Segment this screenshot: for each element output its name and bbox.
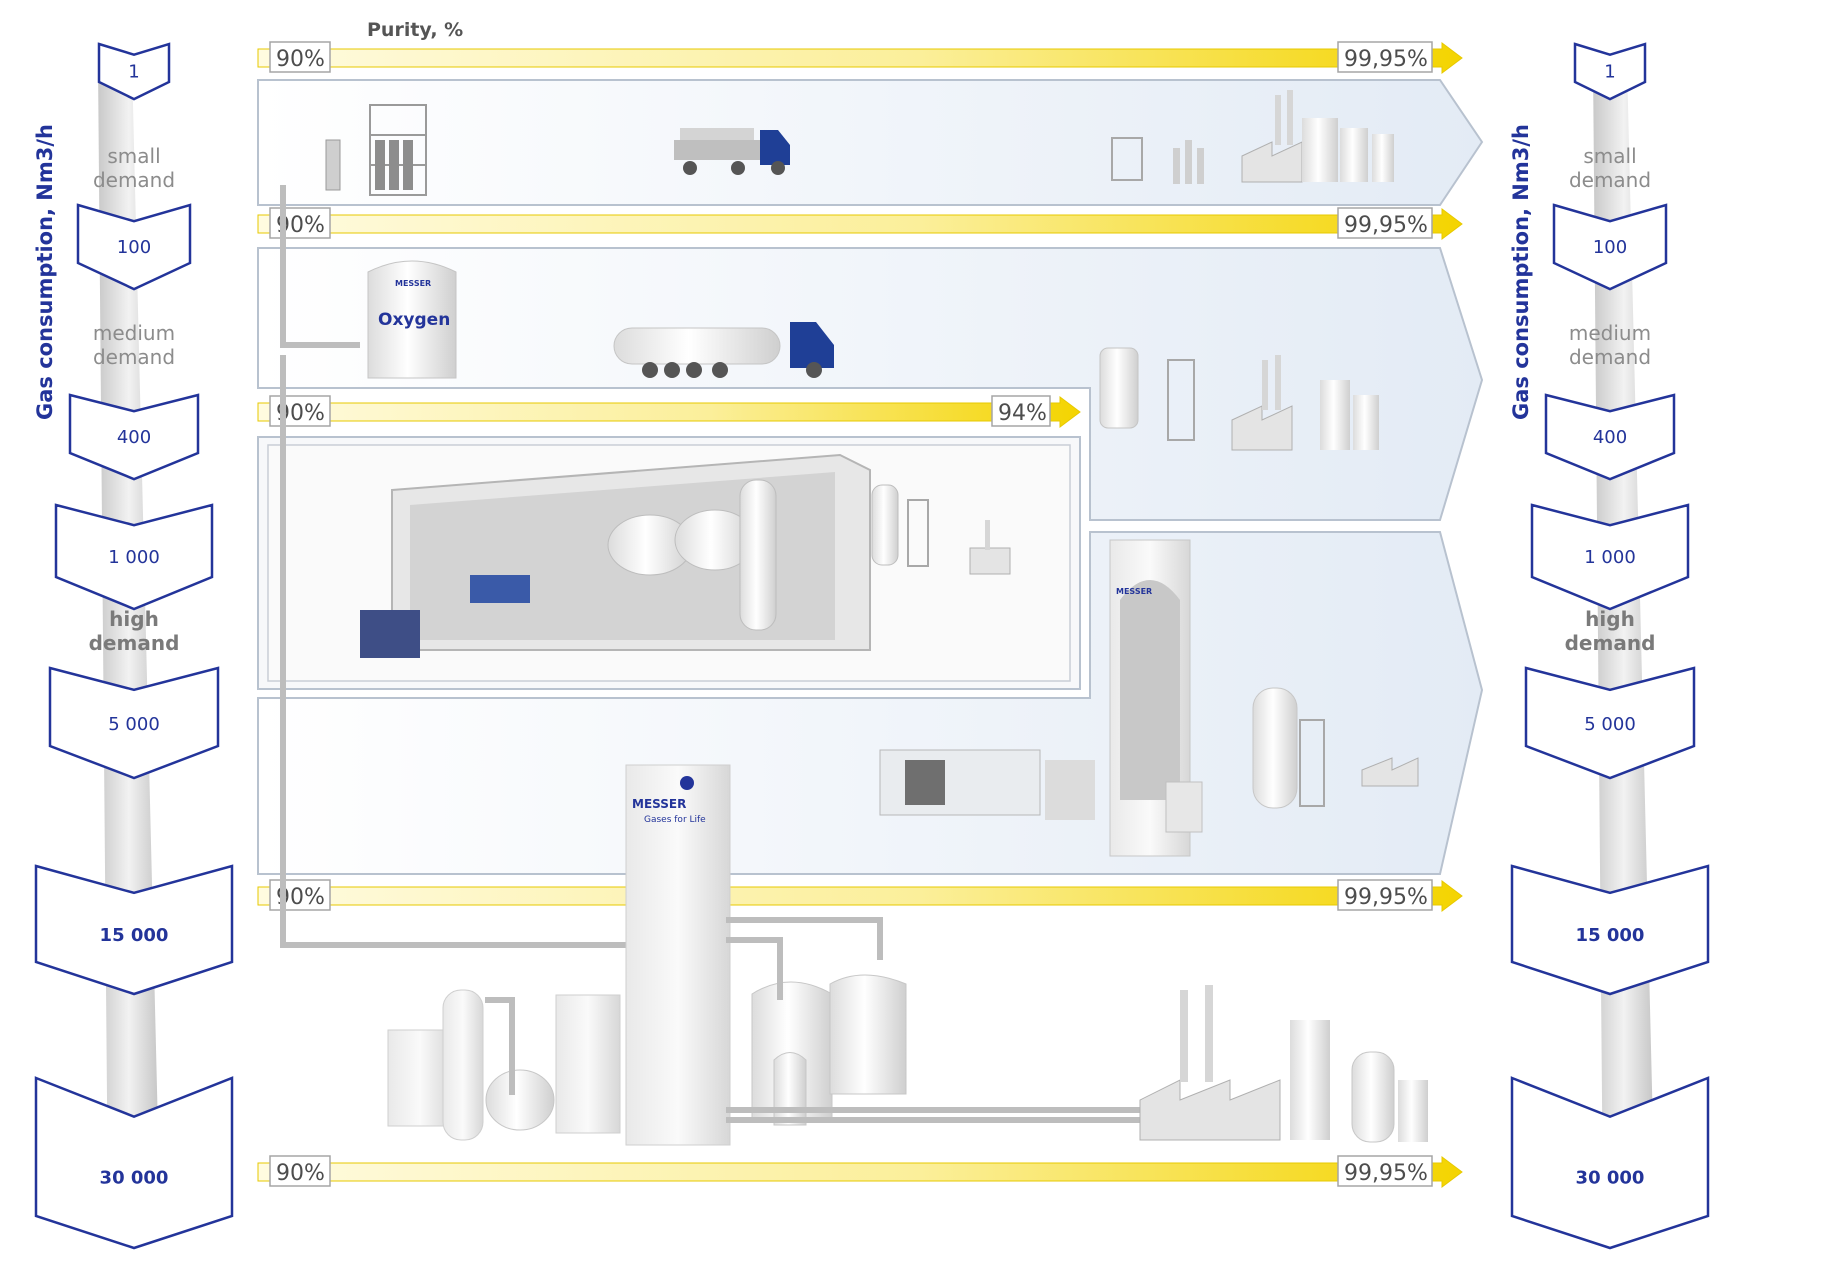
left-chevron-markers: 1 100 400 1 000 5 000 15 000 30 000 <box>34 42 234 1250</box>
purity-title: Purity, % <box>367 19 463 41</box>
purity-to-box-3 <box>1337 879 1433 911</box>
right-chevron-4 <box>1524 666 1696 780</box>
left-chevron-label-2: 400 <box>117 427 151 448</box>
purity-to-box-4 <box>1337 1155 1433 1187</box>
panel-small-demand <box>257 79 1484 206</box>
right-small-demand-line1: small <box>1583 144 1636 168</box>
purity-arrow-1 <box>257 208 1463 240</box>
right-chevron-6 <box>1510 1076 1710 1250</box>
purity-arrow-2 <box>257 396 1081 428</box>
right-high-demand-line2: demand <box>1565 631 1656 655</box>
purity-to-label-0: 99,95% <box>1344 47 1428 72</box>
right-chevron-2 <box>1544 393 1676 481</box>
right-chevron-label-5: 15 000 <box>1576 925 1645 946</box>
right-chevron-0 <box>1573 42 1647 101</box>
main-pipeline <box>280 185 640 948</box>
right-demand-labels: small demand medium demand high demand <box>1565 144 1656 655</box>
left-medium-demand-line1: medium <box>93 321 175 345</box>
left-chevron-label-6: 30 000 <box>100 1167 169 1188</box>
right-chevron-label-2: 400 <box>1593 427 1627 448</box>
left-chevron-5 <box>34 864 234 996</box>
purity-to-label-3: 99,95% <box>1344 885 1428 910</box>
right-medium-demand-line1: medium <box>1569 321 1651 345</box>
left-high-demand-line2: demand <box>89 631 180 655</box>
left-chevron-label-1: 100 <box>117 237 151 258</box>
cylinder-bundle-rack <box>325 104 427 196</box>
oxygen-tank-label: Oxygen <box>378 310 450 330</box>
onsite-nitrogen-plant: MESSER <box>879 539 1419 857</box>
right-chevron-5 <box>1510 864 1710 996</box>
purity-to-label-1: 99,95% <box>1344 213 1428 238</box>
right-high-demand-line1: high <box>1585 607 1635 631</box>
right-axis-title: Gas consumption, Nm3/h <box>1509 124 1533 420</box>
purity-to-box-1 <box>1337 207 1433 239</box>
cylinder-truck <box>674 128 790 175</box>
left-small-demand-line1: small <box>107 144 160 168</box>
air-separation-unit: MESSER Gases for Life <box>387 764 1428 1146</box>
medium-consumer-site <box>1099 347 1379 451</box>
purity-arrow-4 <box>257 1156 1463 1188</box>
purity-from-box-4 <box>269 1155 331 1187</box>
left-chevron-0 <box>97 42 171 101</box>
asu-brand: MESSER <box>632 797 686 811</box>
asu-tagline: Gases for Life <box>644 815 706 825</box>
liquid-tanker-truck <box>613 322 834 378</box>
right-chevron-label-4: 5 000 <box>1584 714 1636 735</box>
left-chevron-2 <box>68 393 200 481</box>
purity-to-label-2: 94% <box>998 401 1047 426</box>
right-chevron-markers: 1 100 400 1 000 5 000 15 000 30 000 <box>1510 42 1710 1250</box>
left-high-demand-line1: high <box>109 607 159 631</box>
purity-to-label-4: 99,95% <box>1344 1161 1428 1186</box>
left-demand-labels: small demand medium demand high demand <box>89 144 180 655</box>
panel-medium-demand <box>257 247 1484 521</box>
purity-from-label-4: 90% <box>276 1161 325 1186</box>
left-axis-title: Gas consumption, Nm3/h <box>33 124 57 420</box>
oxygen-storage-tank: MESSER Oxygen <box>367 260 457 379</box>
onsite-psa-plant <box>360 453 1011 658</box>
purity-from-label-0: 90% <box>276 47 325 72</box>
purity-arrow-0 <box>257 42 1463 74</box>
right-medium-demand-line2: demand <box>1569 345 1651 369</box>
purity-to-box-0 <box>1337 41 1433 73</box>
purity-from-box-0 <box>269 41 331 73</box>
left-chevron-3 <box>54 503 214 611</box>
left-chevron-1 <box>76 203 192 291</box>
right-chevron-label-1: 100 <box>1593 237 1627 258</box>
right-chevron-label-0: 1 <box>1604 61 1615 82</box>
oxygen-tank-brand: MESSER <box>395 279 431 288</box>
right-chevron-3 <box>1530 503 1690 611</box>
left-chevron-4 <box>48 666 220 780</box>
left-small-demand-line2: demand <box>93 168 175 192</box>
left-chevron-label-4: 5 000 <box>108 714 160 735</box>
right-chevron-label-6: 30 000 <box>1576 1167 1645 1188</box>
right-chevron-label-3: 1 000 <box>1584 547 1636 568</box>
purity-arrows: 90%99,95%90%99,95%90%94%90%99,95%90%99,9… <box>257 41 1463 1188</box>
purity-arrow-3 <box>257 880 1463 912</box>
coldbox-brand: MESSER <box>1116 587 1152 596</box>
right-chevron-1 <box>1552 203 1668 291</box>
left-medium-demand-line2: demand <box>93 345 175 369</box>
left-chevron-label-0: 1 <box>128 61 139 82</box>
left-chevron-label-5: 15 000 <box>100 925 169 946</box>
small-consumer-site <box>1111 90 1394 184</box>
right-small-demand-line2: demand <box>1569 168 1651 192</box>
left-chevron-label-3: 1 000 <box>108 547 160 568</box>
left-chevron-6 <box>34 1076 234 1250</box>
purity-to-box-2 <box>991 395 1051 427</box>
